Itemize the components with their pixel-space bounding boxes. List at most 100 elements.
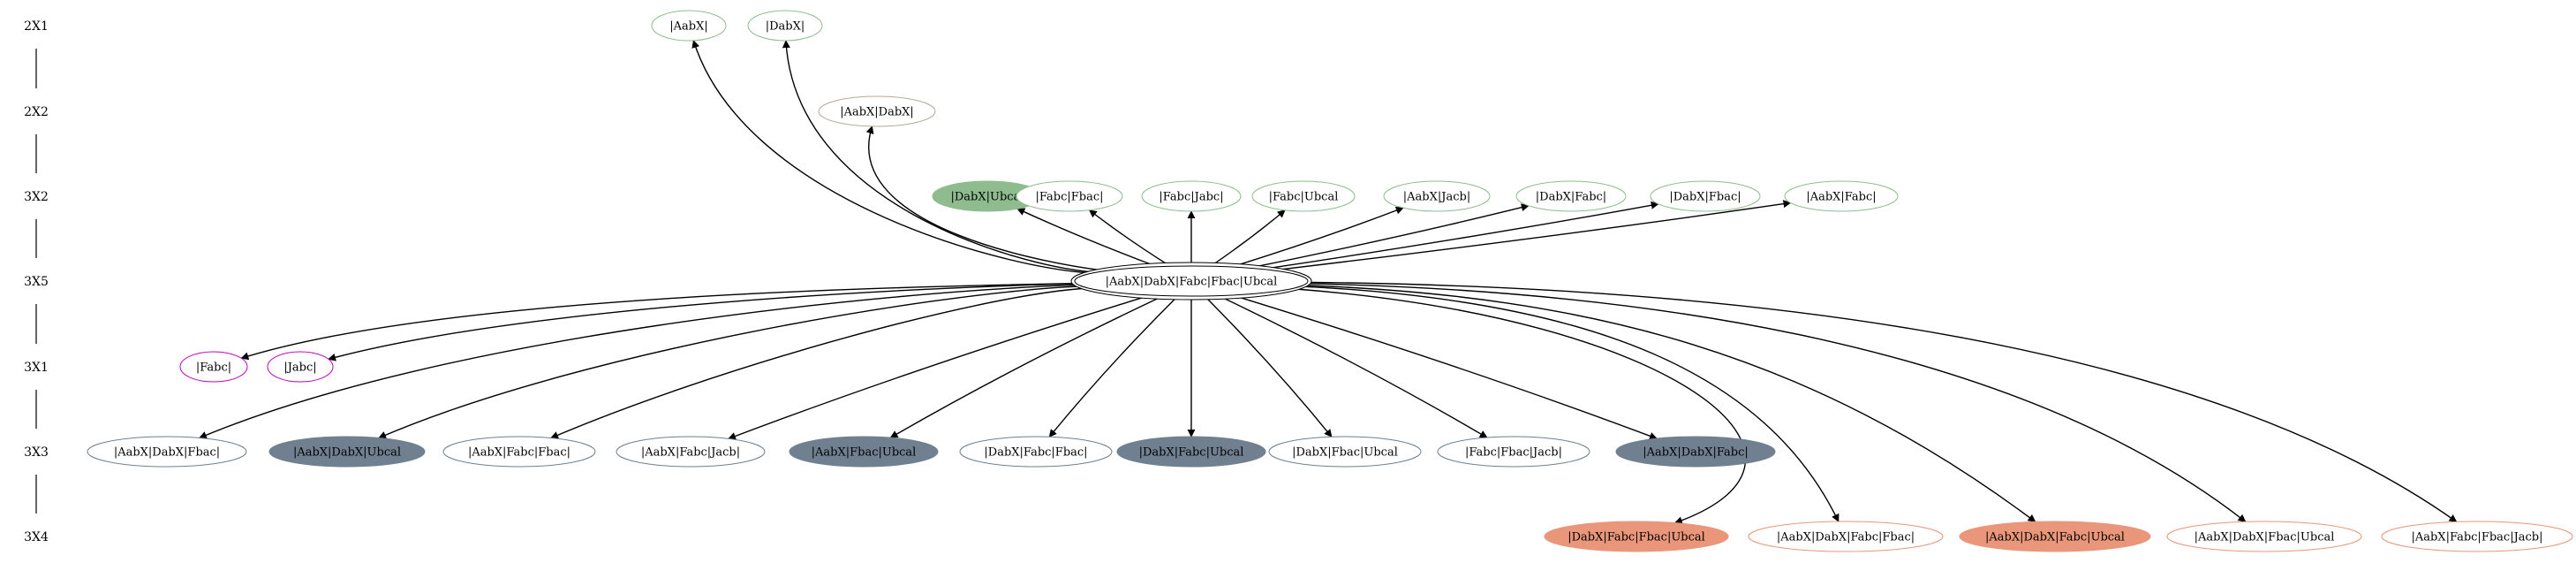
node-label: |AabX|DabX|Fbac|: [114, 446, 220, 460]
node-label: |DabX|Fbac|: [1669, 191, 1741, 204]
edge-layer: [198, 40, 2458, 525]
node-label: |AabX|Fabc|: [1806, 191, 1876, 204]
node-label: |AabX|Fabc|Jacb|: [641, 446, 740, 460]
node-shape: [1748, 521, 1944, 552]
edge-n_root-n_dabx_fabc: [1254, 203, 1530, 268]
edge-n_root-n_fabc_fbac: [1088, 209, 1168, 265]
node-label: |DabX|Fabc|: [1536, 191, 1606, 204]
edge-n_root-n_dabx: [782, 40, 1092, 273]
node-shape: [818, 95, 936, 127]
node-shape: [1544, 521, 1729, 552]
edge-n_root-n_aabx_dabx_fabc_ubcal: [1305, 285, 2036, 522]
graph-node[interactable]: |DabX|Fabc|: [1515, 180, 1627, 212]
graph-node[interactable]: |Fabc|Fbac|Jacb|: [1437, 436, 1590, 468]
node-label: |AabX|DabX|Fbac|Ubcal: [2195, 531, 2335, 544]
graph-node[interactable]: |DabX|Fabc|Fbac|Ubcal: [1544, 521, 1729, 552]
edge-n_root-n_aabx_dabx_fbac_ubcal: [1308, 283, 2247, 522]
node-shape: [1437, 436, 1590, 468]
edge-n_root-n_fabc_ubcal: [1212, 209, 1286, 265]
edge-n_root-n_aabx_fabc_jacb: [728, 295, 1146, 440]
node-label: |AabX|DabX|Fabc|: [1643, 446, 1748, 460]
graph-node[interactable]: |Fabc|Fbac|: [1016, 180, 1123, 212]
node-label: |AabX|DabX|Fabc|Fbac|Ubcal: [1106, 276, 1278, 289]
graph-node[interactable]: |AabX|Fabc|Fbac|Jacb|: [2381, 521, 2573, 552]
node-label: |AabX|Fbac|Ubcal: [812, 446, 917, 460]
node-shape: [1784, 180, 1899, 212]
edge-n_root-n_aabx_dabx_fabc_fbac: [1303, 285, 1839, 522]
rank-label-2x1: 2X1: [24, 19, 49, 34]
node-shape: [1515, 180, 1627, 212]
node-label: |Fabc|Fbac|: [1035, 191, 1103, 204]
graph-node[interactable]: |AabX|DabX|Fabc|Fbac|Ubcal: [1070, 262, 1312, 301]
graph-node[interactable]: |DabX|Fbac|: [1650, 180, 1761, 212]
rank-label-3x1: 3X1: [24, 361, 49, 375]
node-shape: [1383, 180, 1491, 212]
rank-label-3x5: 3X5: [24, 275, 49, 289]
graph-node[interactable]: |Fabc|: [179, 351, 248, 383]
edge-n_root-n_jabc: [328, 283, 1075, 361]
graph-node[interactable]: |DabX|Fabc|Ubcal: [1116, 436, 1266, 468]
rank-label-3x2: 3X2: [24, 190, 49, 204]
edge-n_root-n_aabx_fabc_fbac: [550, 287, 1085, 439]
edge-n_root-n_aabx_dabx_fbac: [198, 284, 1076, 439]
node-label: |AabX|Fabc|Fbac|Jacb|: [2411, 531, 2542, 544]
edge-n_root-n_dabx_fbac_ubcal: [1205, 297, 1333, 437]
edge-n_root-n_aabx_dabx_ubcal: [378, 285, 1079, 439]
edge-n_root-n_fabc_fbac_jacb: [1221, 296, 1488, 438]
rank-label-3x3: 3X3: [24, 445, 49, 460]
node-label: |Fabc|: [196, 361, 231, 375]
rank-label-2x2: 2X2: [24, 105, 49, 119]
graph-node[interactable]: |DabX|: [747, 10, 823, 42]
graph-node[interactable]: |Fabc|Ubcal: [1251, 180, 1356, 212]
node-shape: [651, 10, 727, 42]
edge-n_root-n_fabc: [240, 282, 1075, 361]
graph-node[interactable]: |AabX|Fbac|Ubcal: [789, 436, 939, 468]
graph-node[interactable]: |AabX|DabX|Fabc|: [1615, 436, 1776, 468]
node-shape: [959, 436, 1113, 468]
graph-node[interactable]: |AabX|DabX|Ubcal: [268, 436, 426, 468]
node-shape: [1615, 436, 1776, 468]
graph-node[interactable]: |AabX|Fabc|Jacb|: [616, 436, 766, 468]
node-shape: [179, 351, 248, 383]
graph-node[interactable]: |DabX|Fabc|Fbac|: [959, 436, 1113, 468]
graph-node[interactable]: |DabX|Fbac|Ubcal: [1268, 436, 1422, 468]
edge-n_root-n_aabx_fabc_fbac_jacb: [1309, 281, 2458, 522]
node-label: |AabX|: [669, 20, 707, 34]
rank-label-3x4: 3X4: [24, 530, 49, 544]
node-label: |AabX|DabX|: [840, 106, 914, 119]
graph-node[interactable]: |Jabc|: [267, 351, 334, 383]
graph-node[interactable]: |AabX|Fabc|: [1784, 180, 1899, 212]
graph-node[interactable]: |AabX|DabX|Fbac|Ubcal: [2166, 521, 2362, 552]
node-label: |AabX|DabX|Ubcal: [293, 446, 401, 460]
graph-node[interactable]: |DabX|Ubcal: [932, 180, 1043, 212]
node-shape: [1268, 436, 1422, 468]
node-label: |Jabc|: [283, 361, 316, 375]
graph-node[interactable]: |AabX|Fabc|Fbac|: [442, 436, 596, 468]
graph-node[interactable]: |AabX|DabX|Fbac|: [87, 436, 247, 468]
node-shape: [1074, 265, 1309, 297]
edge-n_root-n_dabx_fabc_fbac_ubcal: [1295, 288, 1747, 525]
graph-node[interactable]: |Fabc|Jabc|: [1141, 180, 1242, 212]
edge-n_root-n_aabx_fbac_ubcal: [889, 296, 1161, 438]
graph-node[interactable]: |AabX|: [651, 10, 727, 42]
node-label: |Fabc|Jabc|: [1159, 191, 1223, 204]
graph-node[interactable]: |AabX|DabX|Fabc|Ubcal: [1959, 521, 2151, 552]
edge-n_root-n_aabx_fabc: [1278, 200, 1792, 270]
node-label: |AabX|DabX|Fabc|Ubcal: [1985, 531, 2125, 544]
edge-n_root-n_aabx_jacb: [1235, 206, 1404, 267]
node-label: |DabX|Ubcal: [951, 191, 1024, 204]
graph-node[interactable]: |AabX|Jacb|: [1383, 180, 1491, 212]
node-shape: [1016, 180, 1123, 212]
node-shape: [789, 436, 939, 468]
node-shape: [2166, 521, 2362, 552]
node-label: |AabX|Fabc|Fbac|: [468, 446, 570, 460]
node-shape: [1650, 180, 1761, 212]
node-shape: [1116, 436, 1266, 468]
graph-node[interactable]: |AabX|DabX|: [818, 95, 936, 127]
node-shape: [87, 436, 247, 468]
edge-n_root-n_aabx_dabx: [865, 126, 1102, 271]
graph-node[interactable]: |AabX|DabX|Fabc|Fbac|: [1748, 521, 1944, 552]
node-shape: [267, 351, 334, 383]
edge-n_root-n_dabx_fabc_fbac: [1048, 297, 1177, 437]
